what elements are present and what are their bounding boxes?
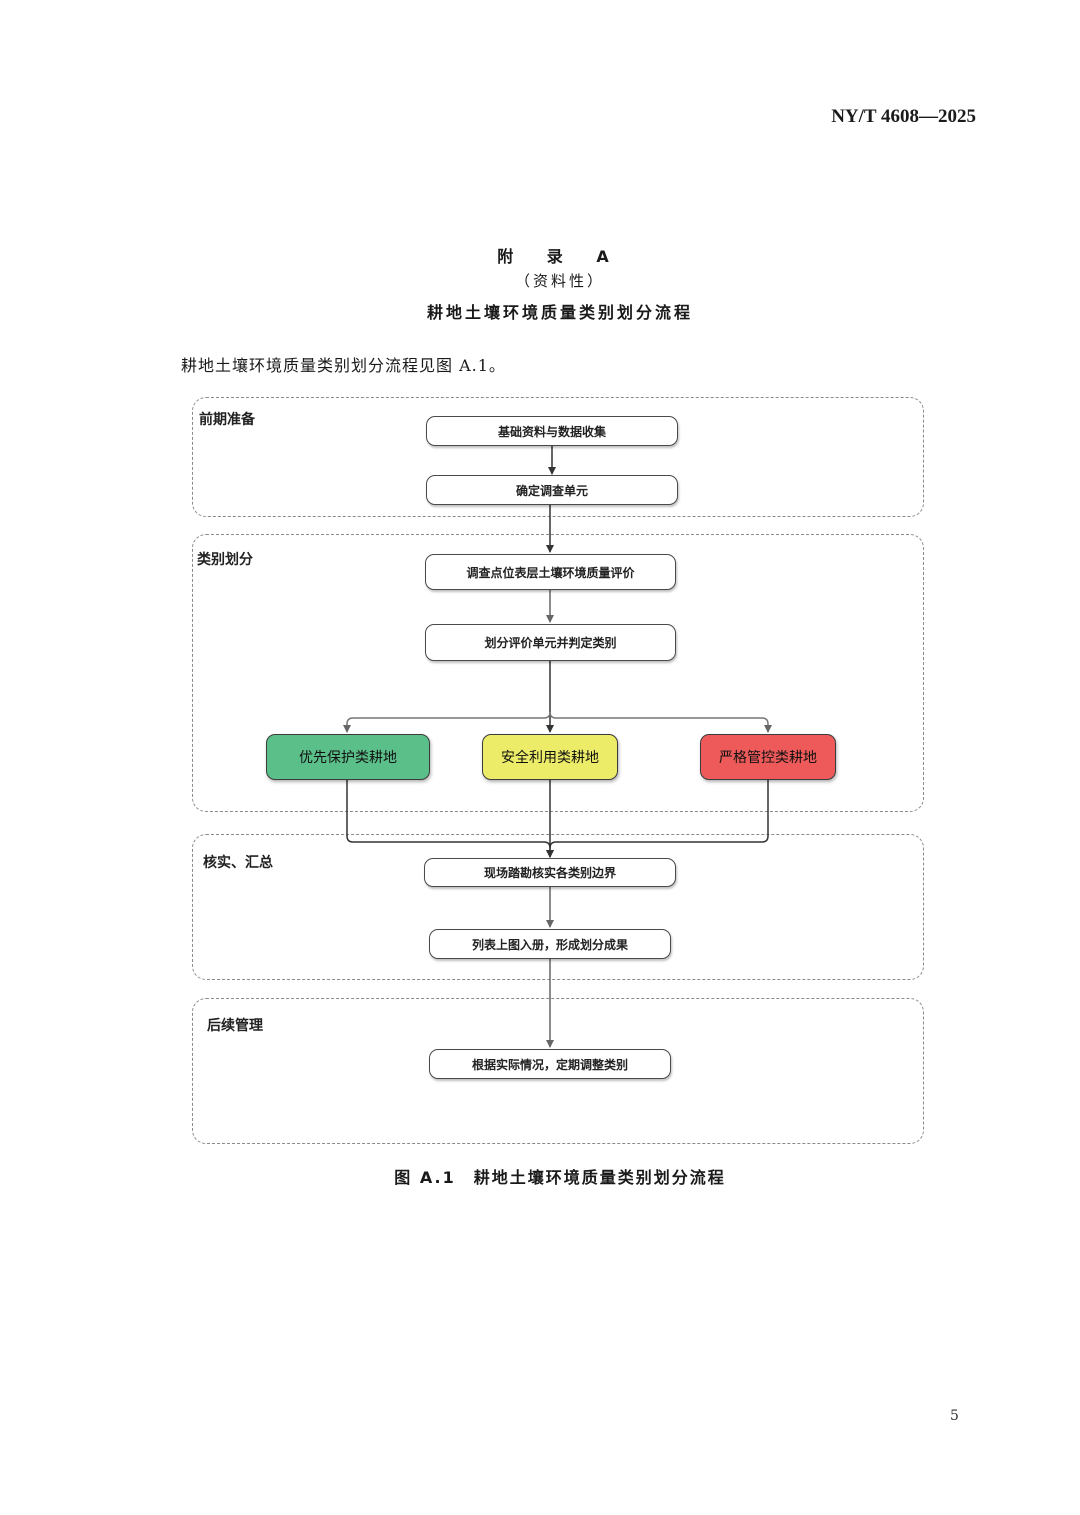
arrow-s4-cat1 [343, 711, 551, 733]
category-safe-use: 安全利用类耕地 [482, 734, 618, 780]
step-data-collection: 基础资料与数据收集 [426, 416, 678, 446]
step-soil-evaluation: 调查点位表层土壤环境质量评价 [425, 554, 676, 590]
stage-label-followup: 后续管理 [207, 1018, 263, 1034]
appendix-name: 耕地土壤环境质量类别划分流程 [426, 303, 693, 322]
figure-caption: 图 A.1 耕地土壤环境质量类别划分流程 [394, 1168, 726, 1187]
step-mapping-results: 列表上图入册，形成划分成果 [429, 929, 671, 959]
step-field-verification: 现场踏勘核实各类别边界 [424, 858, 676, 887]
stage-label-classify: 类别划分 [197, 552, 253, 568]
stage-classify [192, 534, 924, 812]
step-periodic-adjustment: 根据实际情况，定期调整类别 [429, 1049, 671, 1079]
stage-label-prep: 前期准备 [199, 412, 255, 428]
merge-cat3 [549, 780, 769, 849]
appendix-note: （资料性） [514, 272, 605, 290]
step-classify-units: 划分评价单元并判定类别 [425, 624, 676, 661]
stage-verify [192, 834, 924, 980]
page-number: 5 [950, 1408, 959, 1424]
step-survey-unit: 确定调查单元 [426, 475, 678, 505]
appendix-title: 附 录 A [497, 247, 623, 266]
arrow-s4-cat3 [549, 711, 772, 733]
stage-followup [192, 998, 924, 1144]
stage-label-verify: 核实、汇总 [203, 855, 273, 871]
category-priority-protection: 优先保护类耕地 [266, 734, 430, 780]
category-strict-control: 严格管控类耕地 [700, 734, 836, 780]
merge-cat1 [346, 780, 554, 858]
intro-paragraph: 耕地土壤环境质量类别划分流程见图 A.1。 [181, 356, 506, 375]
stage-prep [192, 397, 924, 517]
standard-code: NY/T 4608—2025 [831, 106, 976, 127]
